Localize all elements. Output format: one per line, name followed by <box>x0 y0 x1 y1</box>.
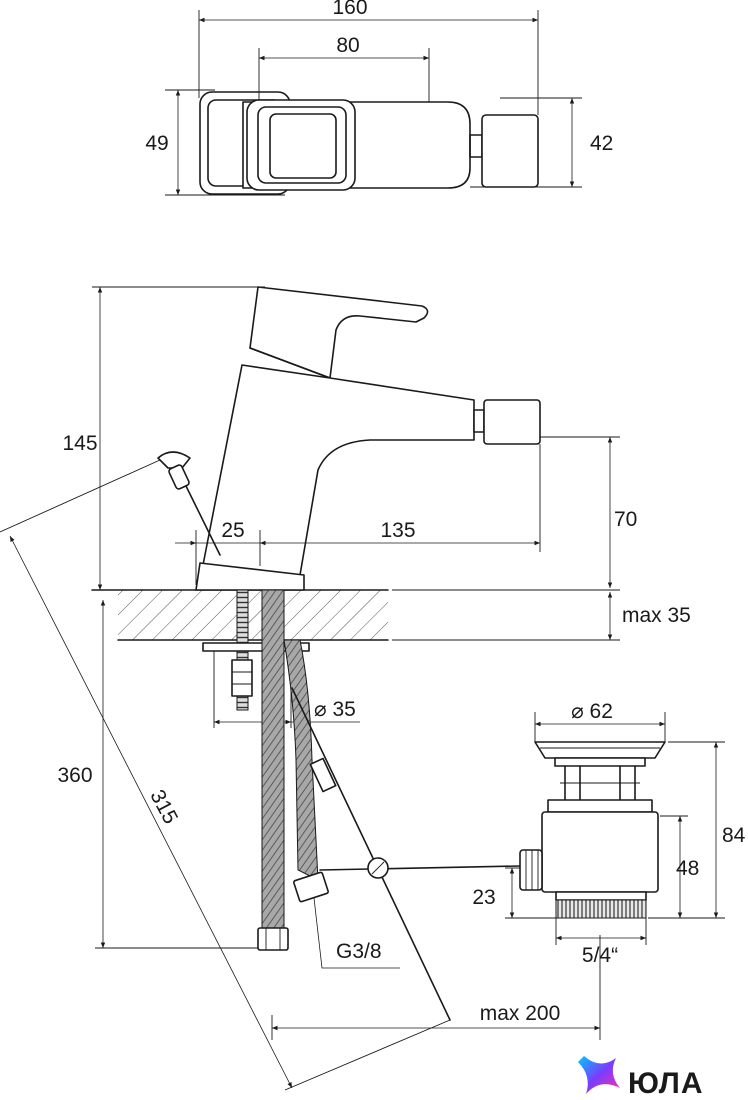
dim-160-label: 160 <box>332 0 367 19</box>
dim-max35-label: max 35 <box>622 604 691 627</box>
dim-d62-label: ⌀ 62 <box>571 700 613 723</box>
dim-145-label: 145 <box>62 432 97 455</box>
dim-135-label: 135 <box>380 519 415 542</box>
waste-drain: ⌀ 62 84 48 23 5/4“ <box>472 700 745 967</box>
dim-360-label: 360 <box>57 764 92 787</box>
dim-84-label: 84 <box>722 824 746 847</box>
hose-thread-label: G3/8 <box>336 940 382 963</box>
dim-thread-label: 5/4“ <box>582 944 618 967</box>
dim-23-label: 23 <box>472 886 495 909</box>
dim-49-label: 49 <box>145 132 168 155</box>
dim-max200-label: max 200 <box>480 1002 561 1025</box>
dim-80-label: 80 <box>336 34 359 57</box>
dim-d35-label: ⌀ 35 <box>314 698 356 721</box>
front-view: 145 360 max 35 70 25 <box>0 286 691 1091</box>
top-view: 160 80 49 42 <box>145 0 613 196</box>
brand-logo: ЮЛА <box>578 1056 704 1100</box>
dim-70-label: 70 <box>614 508 637 531</box>
logo-mark <box>578 1056 620 1094</box>
dim-42-label: 42 <box>590 132 613 155</box>
dim-48-label: 48 <box>676 857 699 880</box>
logo-text: ЮЛА <box>628 1067 704 1100</box>
dim-315-label: 315 <box>145 786 182 828</box>
dim-25-label: 25 <box>221 519 244 542</box>
